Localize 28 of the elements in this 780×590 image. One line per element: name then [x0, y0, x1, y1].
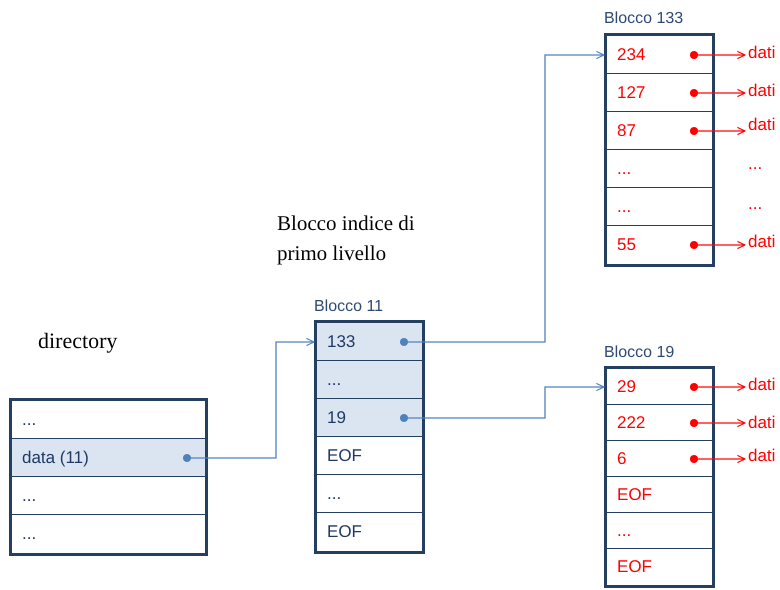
table-heading: Blocco 11 [314, 297, 384, 317]
target-label: dati [748, 43, 776, 63]
table-heading: Blocco 19 [604, 343, 674, 363]
target-label: dati [748, 413, 776, 433]
table-heading: Blocco 133 [604, 9, 684, 29]
target-label: dati [748, 446, 776, 466]
arrow [690, 50, 746, 60]
table-cell: 19 [317, 399, 422, 437]
table-cell: ... [317, 361, 422, 399]
target-label: dati [748, 115, 776, 135]
annotation-text: Blocco indice di primo livello [277, 210, 416, 267]
arrow [690, 88, 746, 98]
arrow [690, 240, 746, 250]
arrow [400, 382, 605, 422]
arrow [182, 338, 315, 462]
ellipsis-text: ... [748, 154, 764, 174]
ellipsis-text: ... [748, 194, 764, 214]
arrow [690, 126, 746, 136]
arrow [400, 50, 605, 346]
target-label: dati [748, 81, 776, 101]
target-label: dati [748, 232, 776, 252]
target-label: dati [748, 375, 776, 395]
arrow [690, 418, 746, 428]
table-heading: directory [38, 328, 118, 354]
table-cell: 133 [317, 323, 422, 361]
arrow [690, 454, 746, 464]
table-cell: data (11) [12, 439, 205, 477]
arrow [690, 382, 746, 392]
